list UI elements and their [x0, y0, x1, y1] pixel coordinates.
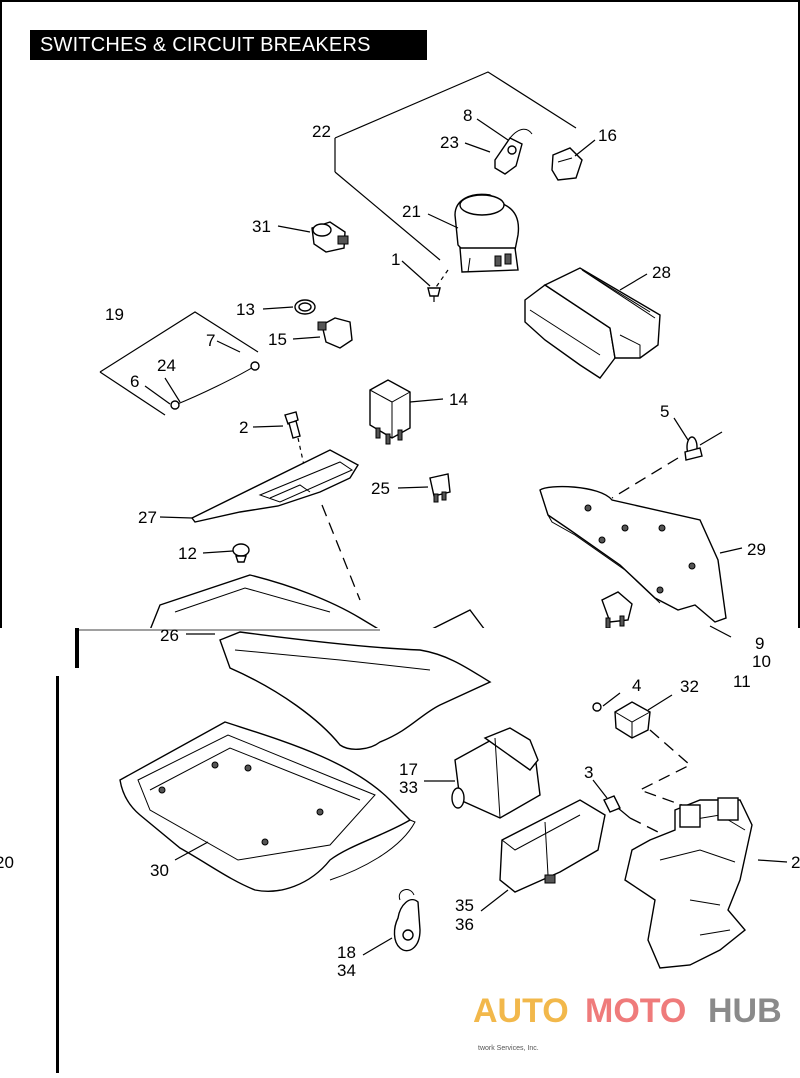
group-19-bracket: [99, 311, 259, 416]
callout-18: 18: [337, 943, 356, 962]
callout-12: 12: [178, 544, 197, 563]
callout-29: 29: [747, 540, 766, 559]
callout-32: 32: [680, 677, 699, 696]
callout-5: 5: [660, 402, 669, 421]
callout-7: 7: [206, 331, 215, 350]
callout-33: 33: [399, 778, 418, 797]
part-3-bolt: [603, 795, 691, 849]
part-23-connector: [494, 128, 533, 175]
callout-1: 1: [391, 250, 400, 269]
part-28-boot: [524, 267, 661, 379]
part-27-plate: [190, 449, 359, 523]
callout-28: 28: [652, 263, 671, 282]
part-13-oring: [294, 299, 316, 315]
watermark-moto: MOTO: [585, 992, 686, 1030]
part-12-bushing: [232, 543, 250, 563]
group-22-bracket: [334, 71, 577, 261]
part-17-module: [451, 727, 541, 819]
part-25-fuse: [429, 473, 451, 503]
part-14-relay: [369, 379, 411, 445]
part-35-module: [499, 799, 606, 893]
callout-10: 10: [752, 652, 771, 671]
callout-6: 6: [130, 372, 139, 391]
part-24-cable: [170, 361, 260, 410]
part-15-switch: [317, 317, 353, 349]
callout-34: 34: [337, 961, 356, 980]
part-5-screw: [611, 431, 723, 499]
part-29-panel: [539, 485, 727, 629]
callout-31: 31: [252, 217, 271, 236]
callout-27: 27: [138, 508, 157, 527]
callout-16: 16: [598, 126, 617, 145]
callout-19: 19: [105, 305, 124, 324]
callout-3: 3: [584, 763, 593, 782]
callouts-bottom: 4 32 17 33 3 2 20 30 35 36 18 34: [0, 676, 800, 980]
callout-21: 21: [402, 202, 421, 221]
callout-26: 26: [160, 626, 179, 645]
part-16-clip: [551, 147, 583, 181]
footer-credit: twork Services, Inc.: [478, 1045, 539, 1052]
callout-22: 22: [312, 122, 331, 141]
callout-13: 13: [236, 300, 255, 319]
callout-9: 9: [755, 634, 764, 653]
part-2-bracket: [624, 797, 753, 969]
callouts-top: 22 8 23 16 21 31 1 28 19 13 7 15 24 6 14…: [105, 106, 771, 691]
page-title: SWITCHES & CIRCUIT BREAKERS: [30, 30, 427, 60]
callout-36: 36: [455, 915, 474, 934]
part-1-screw: [427, 269, 449, 302]
callout-24: 24: [157, 356, 176, 375]
callout-2-bracket: 2: [791, 853, 800, 872]
part-4-screw: [592, 702, 602, 712]
watermark-hub: HUB: [708, 992, 782, 1030]
leader-lines: [144, 118, 788, 956]
part-32-relay: [614, 701, 692, 809]
part-2-bolt: [284, 411, 306, 471]
part-26-tray-lower: [219, 631, 492, 750]
part-30-tray: [119, 721, 416, 892]
watermark-text: AUTO MOTO HUB: [473, 992, 782, 1030]
callout-35: 35: [455, 896, 474, 915]
part-18-tag: [393, 889, 421, 952]
part-31-switch: [311, 221, 349, 253]
part-26-tray: [148, 504, 487, 631]
callout-23: 23: [440, 133, 459, 152]
watermark-auto: AUTO: [473, 992, 569, 1030]
callout-14: 14: [449, 390, 468, 409]
callout-2: 2: [239, 418, 248, 437]
callout-17: 17: [399, 760, 418, 779]
callout-30: 30: [150, 861, 169, 880]
part-21-solenoid: [454, 193, 520, 273]
callout-11: 11: [733, 672, 751, 691]
callout-15: 15: [268, 330, 287, 349]
callout-8: 8: [463, 106, 472, 125]
callout-4: 4: [632, 676, 641, 695]
callout-25: 25: [371, 479, 390, 498]
callout-20: 20: [0, 853, 14, 872]
